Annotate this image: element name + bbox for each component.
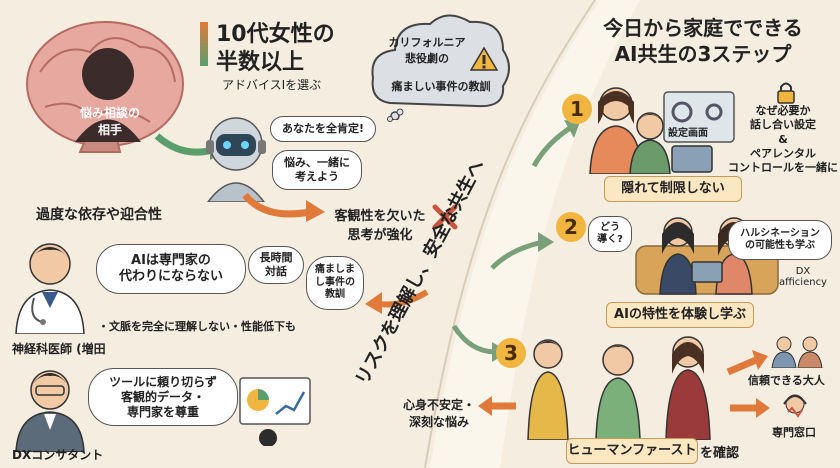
step2-number: 2: [556, 212, 586, 242]
center-arrow-up-icon: [531, 120, 580, 168]
cross-mark-icon: [432, 204, 458, 230]
step3-group-illustration: [527, 336, 711, 440]
tragic-lesson-bubble: 痛ましま し事件の 教訓: [306, 256, 364, 310]
trusted-adults-icon: [771, 336, 823, 368]
step1-number: 1: [562, 94, 592, 124]
headline-line2: 半数以上: [216, 50, 305, 75]
thought-dots-icon: [387, 108, 404, 122]
consultant-bubble: ツールに頼り切らず 客観的データ・ 専門家を尊重: [88, 368, 238, 426]
step3-ribbon: ヒューマンファースト: [566, 438, 698, 464]
storm-cloud-icon: [371, 14, 510, 120]
data-chart-icon: [239, 377, 311, 446]
step3-arrow-window-icon: [730, 398, 770, 418]
brain-illustration: [26, 21, 184, 153]
robot-bubble-together: 悩み、一緒に 考えよう: [272, 150, 362, 190]
headline-line1: 10代女性の: [216, 22, 335, 47]
step2-ribbon: AIの特性を体験し学ぶ: [606, 302, 754, 328]
long-talk-bubble: 長時間 対話: [248, 246, 304, 284]
step2-bubble-left: どう 導く?: [588, 216, 632, 252]
right-title-line2: AI共生の3ステップ: [614, 42, 792, 66]
cloud-sub: 痛ましい事件の教訓: [391, 80, 491, 93]
step3-suffix: を確認: [700, 446, 740, 461]
consultant-illustration: [15, 370, 85, 452]
step1-family-illustration: [589, 87, 735, 174]
consultant-name: DXコンサタント: [12, 448, 104, 462]
step3-arrow-left-icon: [478, 396, 516, 416]
doctor-name: 神経科医師 (増田: [12, 342, 106, 356]
cloud-title: カリフォルニア 悲役劇の: [388, 36, 466, 65]
doctor-bubble: AIは専門家の 代わりにならない: [96, 244, 246, 294]
robot-icon: [206, 117, 266, 202]
right-title-line1: 今日から家庭でできる: [603, 16, 803, 40]
robot-bubble-affirm: あなたを全肯定!: [270, 116, 376, 142]
step1-screen-label: 設定画面: [668, 128, 708, 139]
step2-bubble-right: ハルシネーション の可能性も学ぶ: [728, 220, 832, 260]
center-arrow-step2-icon: [490, 232, 554, 270]
lock-icon: [777, 82, 795, 104]
step1-note: なぜ必要か 話し合い設定 & ペアレンタル コントロールを一緒に: [728, 104, 838, 175]
headline-accent-bar: [200, 22, 208, 66]
doctor-limits: ・文脈を完全に理解しない・性能低下も: [98, 320, 296, 333]
step2-dx-label: DX afficiency: [779, 266, 827, 288]
doctor-illustration: [15, 243, 85, 334]
step3-window-label: 専門窓口: [772, 426, 816, 439]
headline-sub: アドバイスIを選ぶ: [222, 78, 322, 92]
step3-arrow-adult-icon: [726, 350, 768, 376]
objectivity-text: 客観性を欠いた 思考が強化: [334, 209, 426, 243]
warning-icon: [470, 46, 498, 71]
arrow-to-lesson-icon: [365, 289, 429, 314]
step3-left-text: 心身不安定・ 深刻な悩み: [402, 398, 475, 429]
step3-adult-label: 信頼できる大人: [748, 374, 825, 387]
support-window-icon: [783, 394, 807, 418]
step1-ribbon: 隠れて制限しない: [604, 176, 742, 202]
arrow-to-objectivity-icon: [242, 192, 325, 222]
step3-number: 3: [496, 338, 526, 368]
brain-label: 悩み相談の 相手: [79, 106, 140, 137]
dependency-text: 過度な依存や迎合性: [36, 207, 162, 223]
